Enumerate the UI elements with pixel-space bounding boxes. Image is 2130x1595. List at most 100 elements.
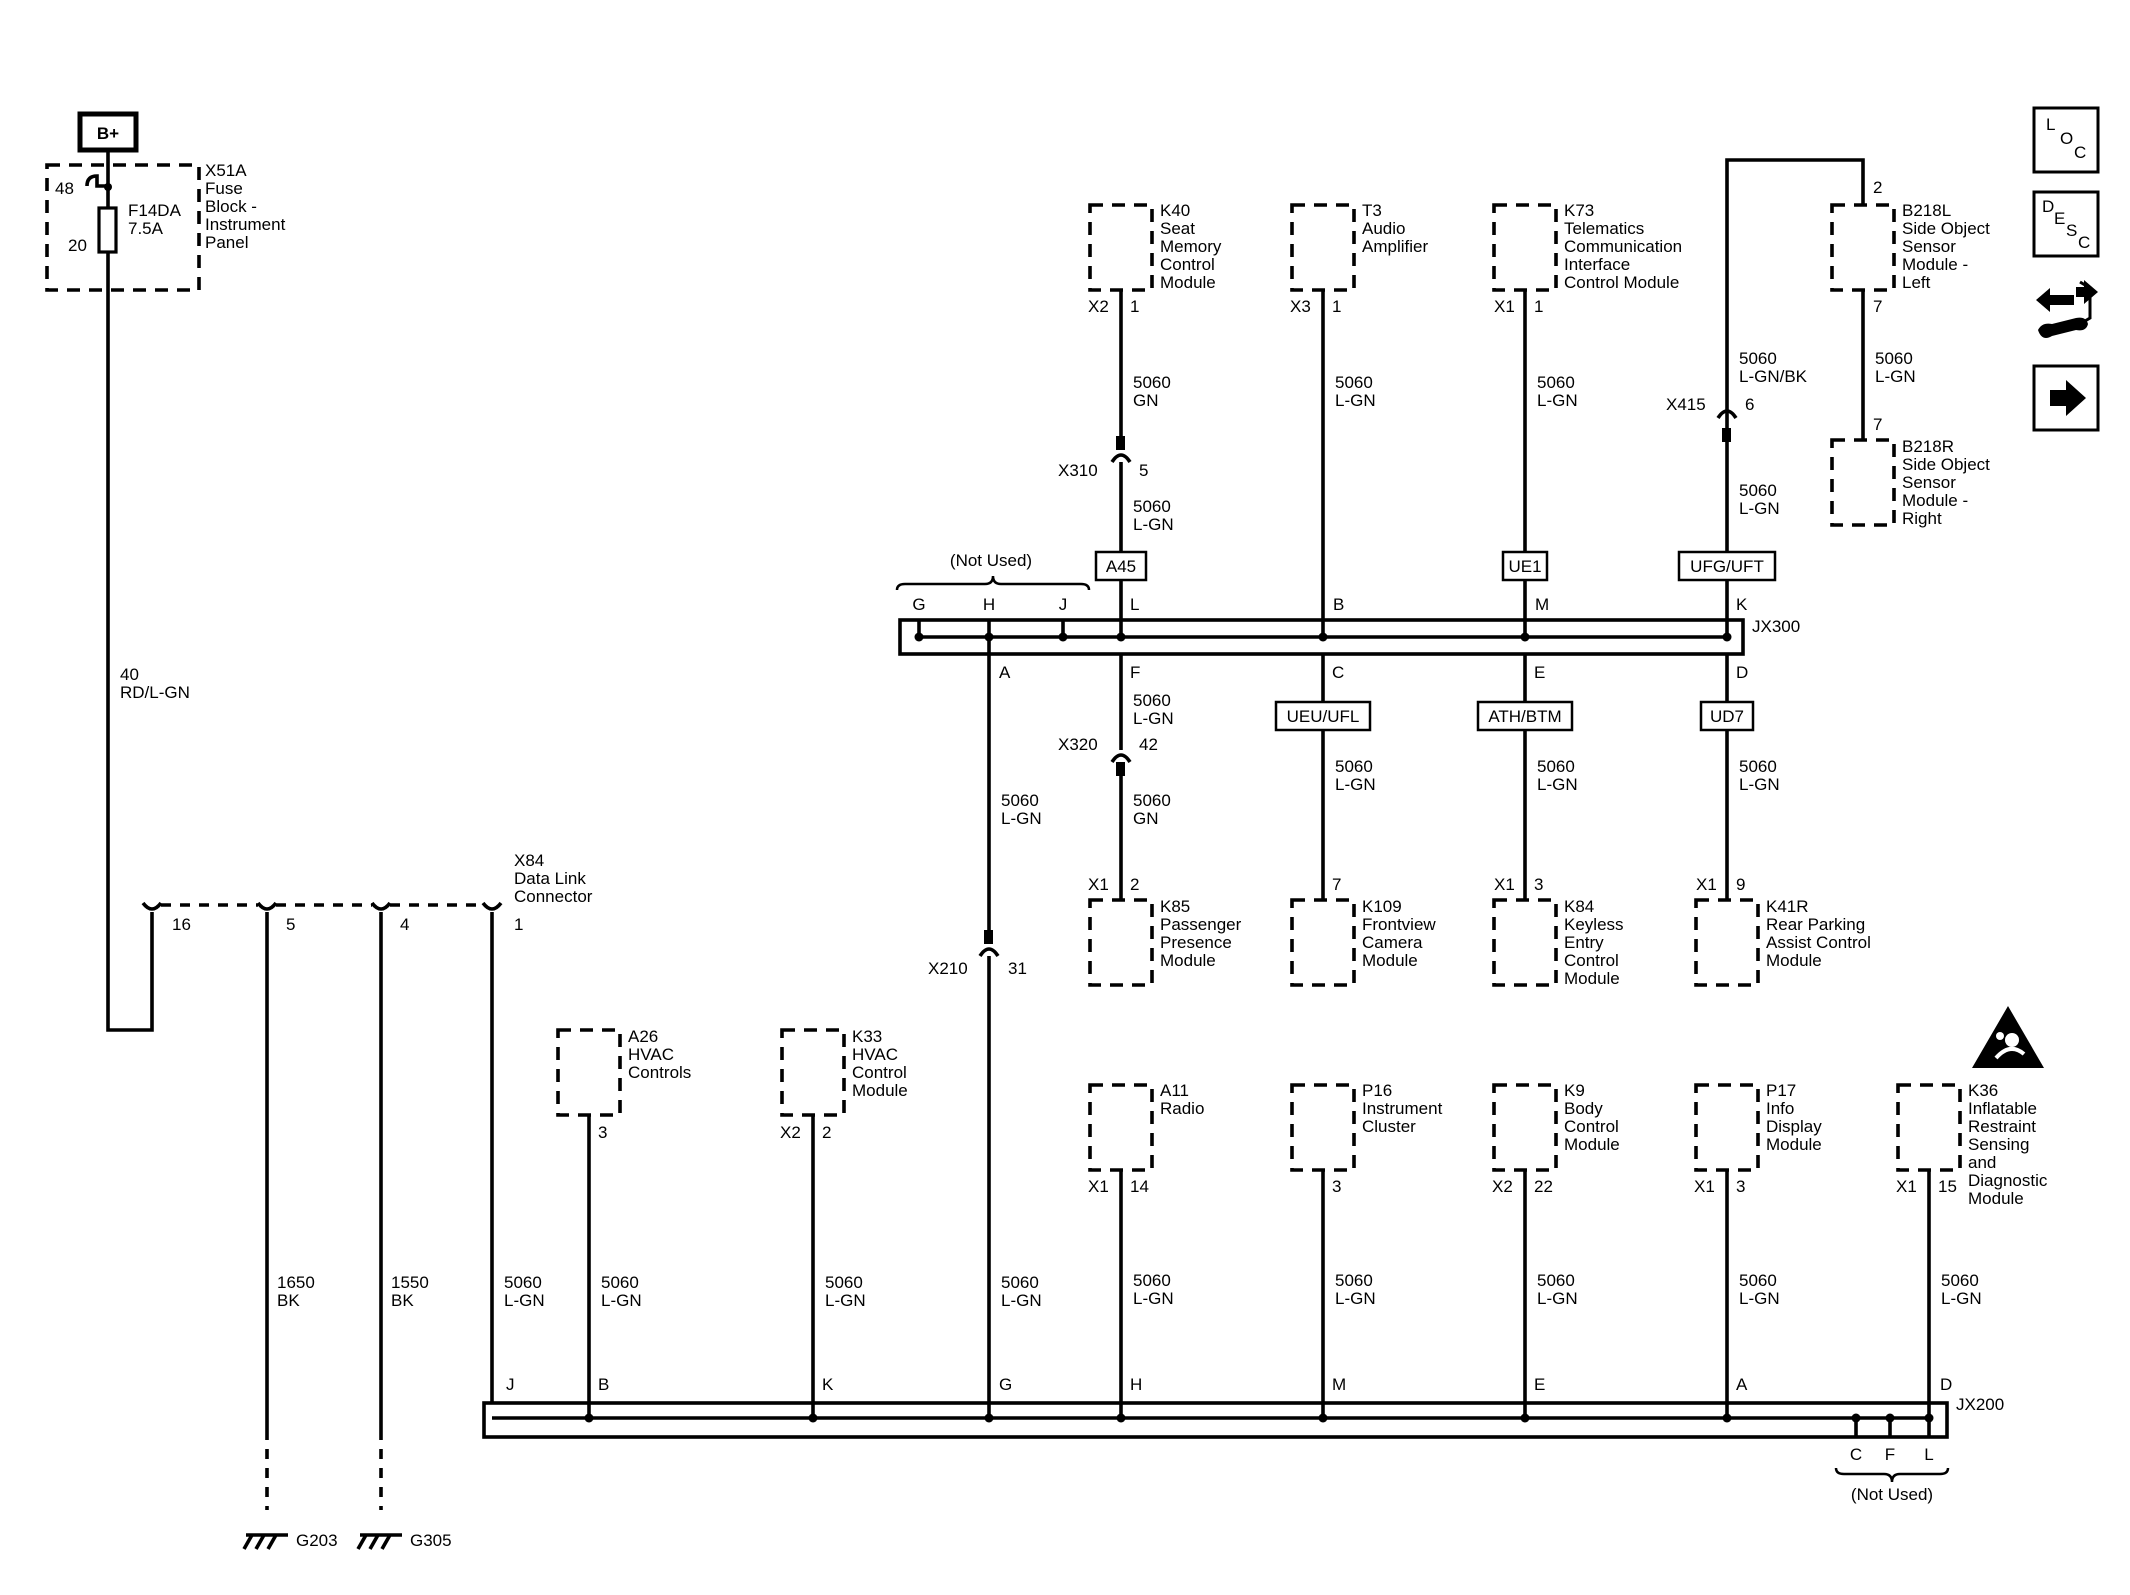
splice-pin: E xyxy=(1534,663,1545,682)
ground-wire-color: BK xyxy=(391,1291,414,1310)
splice-pin: A xyxy=(1736,1375,1748,1394)
module-name: Rear Parking xyxy=(1766,915,1865,934)
wire-color: GN xyxy=(1133,391,1159,410)
wire-color: L-GN xyxy=(1537,775,1578,794)
connector-id: X1 xyxy=(1694,1177,1715,1196)
module-name: Keyless xyxy=(1564,915,1624,934)
wire-circuit: 5060 xyxy=(1335,757,1373,776)
module-name: Control xyxy=(1564,951,1619,970)
option-code: UE1 xyxy=(1508,557,1541,576)
wire-color: L-GN xyxy=(1335,775,1376,794)
data-link-connector: 16 5 4 1 X84 Data Link Connector xyxy=(141,851,593,934)
wire-circuit: 5060 xyxy=(1739,349,1777,368)
wire-color: L-GN xyxy=(1739,775,1780,794)
pin-number: 1 xyxy=(1534,297,1543,316)
module-name: Module xyxy=(1766,1135,1822,1154)
module-id: T3 xyxy=(1362,201,1382,220)
fuse-pin-bottom: 20 xyxy=(68,236,87,255)
module-k109: UEU/UFL 5060 L-GN 7 K109 Frontview Camer… xyxy=(1274,654,1436,987)
connector-id: X2 xyxy=(1088,297,1109,316)
module-id: B218L xyxy=(1902,201,1951,220)
loc-letter: L xyxy=(2046,115,2055,134)
wire-circuit: 5060 xyxy=(601,1273,639,1292)
pin-number: 2 xyxy=(1873,178,1882,197)
wire-color: L-GN xyxy=(1739,1289,1780,1308)
wire-circuit: 5060 xyxy=(1335,1271,1373,1290)
module-k40: K40 Seat Memory Control Module X2 1 5060… xyxy=(1058,201,1222,640)
splice-pin: F xyxy=(1885,1445,1895,1464)
module-id: K33 xyxy=(852,1027,882,1046)
loc-button[interactable]: L O C xyxy=(2032,106,2100,174)
module-name: HVAC xyxy=(628,1045,674,1064)
module-name: HVAC xyxy=(852,1045,898,1064)
connector-id: X1 xyxy=(1088,1177,1109,1196)
wire-color: L-GN xyxy=(1941,1289,1982,1308)
inline-pin: 5 xyxy=(1139,461,1148,480)
wire-color: GN xyxy=(1133,809,1159,828)
option-code: A45 xyxy=(1106,557,1136,576)
splice-pin: B xyxy=(1333,595,1344,614)
pin-number: 3 xyxy=(1332,1177,1341,1196)
module-name: Camera xyxy=(1362,933,1423,952)
desc-letter: S xyxy=(2066,221,2077,240)
wire-color: L-GN xyxy=(825,1291,866,1310)
ground-id: G305 xyxy=(410,1531,452,1550)
dlc-name: Data Link xyxy=(514,869,586,888)
module-name: Control xyxy=(852,1063,907,1082)
splice-id: JX300 xyxy=(1752,617,1800,636)
next-button[interactable] xyxy=(2032,364,2100,432)
connector-id: X1 xyxy=(1088,875,1109,894)
module-name: Memory xyxy=(1160,237,1222,256)
pin-number: 2 xyxy=(822,1123,831,1142)
wire-color: L-GN xyxy=(1537,1289,1578,1308)
jx200-pin-g: G xyxy=(999,1375,1012,1394)
splice-id: JX200 xyxy=(1956,1395,2004,1414)
module-name: Module xyxy=(1160,273,1216,292)
wire-color: L-GN xyxy=(1537,391,1578,410)
module-name: Right xyxy=(1902,509,1942,528)
module-id: K73 xyxy=(1564,201,1594,220)
option-code: UD7 xyxy=(1710,707,1744,726)
wire-color: L-GN xyxy=(1739,499,1780,518)
module-id: K9 xyxy=(1564,1081,1585,1100)
wire-circuit: 5060 xyxy=(1875,349,1913,368)
dlc-wire-color: L-GN xyxy=(504,1291,545,1310)
inline-pin: 31 xyxy=(1008,959,1027,978)
module-k85: 5060 L-GN X320 42 5060 GN X1 2 K85 Passe… xyxy=(1058,654,1242,987)
fuse-block-id: X51A xyxy=(205,161,247,180)
module-name: Restraint xyxy=(1968,1117,2036,1136)
not-used-label: (Not Used) xyxy=(950,551,1032,570)
module-p16: P16 Instrument Cluster 3 5060 L-GN M xyxy=(1290,1081,1443,1418)
option-code: UFG/UFT xyxy=(1690,557,1764,576)
pin-number: 3 xyxy=(1736,1177,1745,1196)
connector-repair-button[interactable] xyxy=(2036,280,2098,338)
module-name: Radio xyxy=(1160,1099,1204,1118)
ground-id: G203 xyxy=(296,1531,338,1550)
wire-circuit: 5060 xyxy=(1133,373,1171,392)
splice-pin: D xyxy=(1940,1375,1952,1394)
splice-pin: H xyxy=(983,595,995,614)
desc-button[interactable]: D E S C xyxy=(2032,190,2100,258)
splice-pin: L xyxy=(1130,595,1139,614)
module-p17: P17 Info Display Module X1 3 5060 L-GN A xyxy=(1694,1081,1822,1418)
module-name: Cluster xyxy=(1362,1117,1416,1136)
inline-connector-id: X320 xyxy=(1058,735,1098,754)
module-b218l: 2 B218L Side Object Sensor Module - Left… xyxy=(1666,158,1990,640)
module-name: Module - xyxy=(1902,491,1968,510)
wire-circuit: 5060 xyxy=(1941,1271,1979,1290)
fuse-block: 48 20 F14DA 7.5A X51A Fuse Block - Instr… xyxy=(45,161,286,292)
splice-jx200: JX200 C F L (Not Used) xyxy=(482,1395,2004,1504)
module-name: Side Object xyxy=(1902,219,1990,238)
pin-number: 7 xyxy=(1873,415,1882,434)
dlc-pin: 4 xyxy=(400,915,409,934)
fuse-block-name: Panel xyxy=(205,233,248,252)
wire-color: L-GN xyxy=(601,1291,642,1310)
pin-number: 3 xyxy=(598,1123,607,1142)
module-k84: ATH/BTM 5060 L-GN X1 3 K84 Keyless Entry… xyxy=(1476,654,1624,988)
module-name: Control xyxy=(1564,1117,1619,1136)
module-id: K36 xyxy=(1968,1081,1998,1100)
fuse-id: F14DA xyxy=(128,201,182,220)
wire-color: L-GN/BK xyxy=(1739,367,1808,386)
connector-wrench-icon xyxy=(2036,280,2098,338)
trunk-wire: 5060 L-GN X210 31 5060 L-GN M xyxy=(928,637,1042,1418)
